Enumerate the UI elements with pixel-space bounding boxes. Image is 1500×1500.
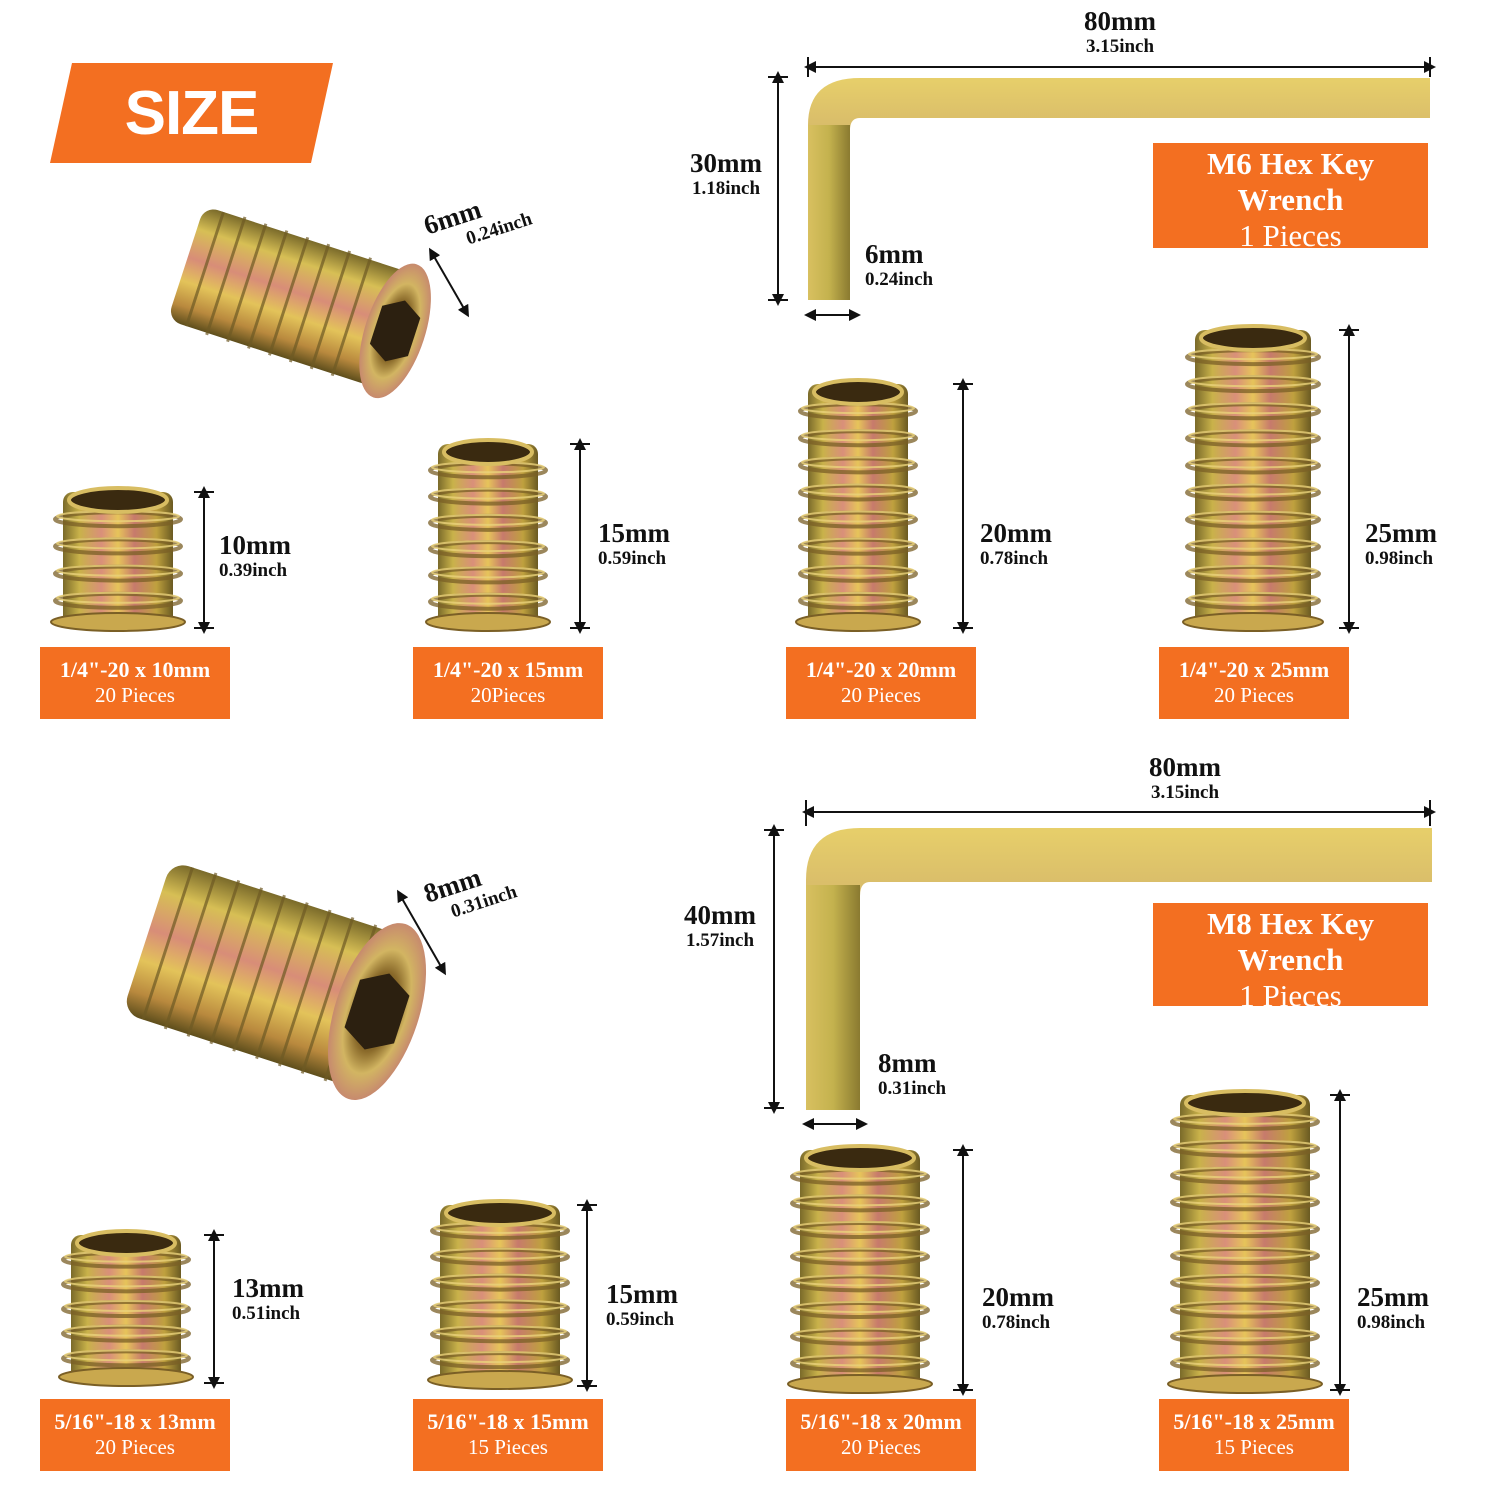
row1-inch-4: 0.98inch: [1365, 548, 1434, 569]
row2-inch-2: 0.59inch: [606, 1309, 675, 1330]
row1-label-1: 1/4"-20 x 10mm 20 Pieces: [40, 647, 230, 719]
row1-dim-3: 20mm 0.78inch: [980, 518, 1052, 570]
insert-row1-1: [50, 486, 214, 634]
row1-qty-1: 20 Pieces: [95, 683, 175, 707]
m6-length-dimension: 80mm 3.15inch: [1050, 6, 1190, 58]
row1-qty-4: 20 Pieces: [1214, 683, 1294, 707]
m8-label-line2: Wrench: [1237, 942, 1344, 977]
row2-spec-1: 5/16"-18 x 13mm: [54, 1409, 216, 1434]
row2-spec-3: 5/16"-18 x 20mm: [800, 1409, 962, 1434]
row1-qty-3: 20 Pieces: [841, 683, 921, 707]
row2-label-1: 5/16"-18 x 13mm 20 Pieces: [40, 1399, 230, 1471]
row2-mm-1: 13mm: [232, 1273, 304, 1303]
row1-label-4: 1/4"-20 x 25mm 20 Pieces: [1159, 647, 1349, 719]
m8-label-line1: M8 Hex Key: [1206, 906, 1374, 941]
row2-label-3: 5/16"-18 x 20mm 20 Pieces: [786, 1399, 976, 1471]
m8-length-inch: 3.15inch: [1150, 782, 1220, 803]
row1-label-3: 1/4"-20 x 20mm 20 Pieces: [786, 647, 976, 719]
row1-label-2: 1/4"-20 x 15mm 20Pieces: [413, 647, 603, 719]
m8-length-mm: 80mm: [1149, 752, 1221, 782]
insert-row1-4: [1182, 324, 1359, 634]
row1-spec-2: 1/4"-20 x 15mm: [432, 657, 584, 682]
row1-inch-1: 0.39inch: [219, 560, 288, 581]
row2-mm-2: 15mm: [606, 1279, 678, 1309]
m6-width-inch: 0.24inch: [865, 269, 934, 290]
insert-6mm-angled: [170, 209, 431, 399]
hex-key-m6: [808, 78, 1430, 300]
row2-dim-2: 15mm 0.59inch: [606, 1279, 678, 1331]
row1-inch-2: 0.59inch: [598, 548, 667, 569]
m6-width-dimension: 6mm 0.24inch: [865, 239, 933, 291]
row2-inch-3: 0.78inch: [982, 1312, 1051, 1333]
m8-width-dimension: 8mm 0.31inch: [878, 1048, 946, 1100]
insert-row2-2: [427, 1199, 597, 1392]
m8-height-dimension: 40mm 1.57inch: [670, 900, 770, 952]
m6-width-mm: 6mm: [865, 239, 924, 269]
row1-spec-4: 1/4"-20 x 25mm: [1178, 657, 1330, 682]
insert-row2-4: [1167, 1089, 1350, 1396]
row2-inch-1: 0.51inch: [232, 1303, 301, 1324]
row1-mm-3: 20mm: [980, 518, 1052, 548]
row2-dim-1: 13mm 0.51inch: [232, 1273, 304, 1325]
row2-mm-4: 25mm: [1357, 1282, 1429, 1312]
m8-hex-key-label: M8 Hex Key Wrench 1 Pieces: [1153, 903, 1428, 1013]
m6-label-line2: Wrench: [1237, 182, 1344, 217]
row1-spec-1: 1/4"-20 x 10mm: [59, 657, 211, 682]
m6-length-mm: 80mm: [1084, 6, 1156, 36]
insert-row2-3: [787, 1144, 973, 1396]
row2-inserts: [58, 1089, 1350, 1396]
row2-mm-3: 20mm: [982, 1282, 1054, 1312]
row1-mm-2: 15mm: [598, 518, 670, 548]
row1-qty-2: 20Pieces: [470, 683, 546, 707]
size-banner: SIZE: [50, 63, 333, 163]
row1-inserts: [50, 324, 1359, 634]
m8-label-line3: 1 Pieces: [1239, 978, 1342, 1013]
m6-height-mm: 30mm: [690, 148, 762, 178]
m8-width-mm: 8mm: [878, 1048, 937, 1078]
m6-hex-key-label: M6 Hex Key Wrench 1 Pieces: [1153, 143, 1428, 253]
insert-row2-1: [58, 1229, 224, 1389]
row2-qty-1: 20 Pieces: [95, 1435, 175, 1459]
row2-label-4: 5/16"-18 x 25mm 15 Pieces: [1159, 1399, 1349, 1471]
m8-height-mm: 40mm: [684, 900, 756, 930]
row2-spec-4: 5/16"-18 x 25mm: [1173, 1409, 1335, 1434]
row2-dim-3: 20mm 0.78inch: [982, 1282, 1054, 1334]
row1-mm-1: 10mm: [219, 530, 291, 560]
row2-spec-2: 5/16"-18 x 15mm: [427, 1409, 589, 1434]
m6-label-line1: M6 Hex Key: [1206, 146, 1374, 181]
m6-length-inch: 3.15inch: [1085, 36, 1155, 57]
m8-height-inch: 1.57inch: [685, 930, 755, 951]
size-banner-text: SIZE: [124, 78, 260, 148]
hex-key-m8: [806, 828, 1432, 1110]
m8-length-dimension: 80mm 3.15inch: [1115, 752, 1255, 804]
m6-label-line3: 1 Pieces: [1239, 218, 1342, 253]
row1-mm-4: 25mm: [1365, 518, 1437, 548]
row1-inch-3: 0.78inch: [980, 548, 1049, 569]
row2-qty-2: 15 Pieces: [468, 1435, 548, 1459]
row1-dim-1: 10mm 0.39inch: [219, 530, 291, 582]
row1-dim-4: 25mm 0.98inch: [1365, 518, 1437, 570]
row2-inch-4: 0.98inch: [1357, 1312, 1426, 1333]
row1-dim-2: 15mm 0.59inch: [598, 518, 670, 570]
m6-height-dimension: 30mm 1.18inch: [676, 148, 776, 200]
insert-row1-2: [425, 438, 590, 634]
row2-label-2: 5/16"-18 x 15mm 15 Pieces: [413, 1399, 603, 1471]
insert-row1-3: [795, 378, 973, 634]
insert-8mm-angled: [126, 865, 427, 1100]
m6-height-inch: 1.18inch: [691, 178, 761, 199]
row2-qty-4: 15 Pieces: [1214, 1435, 1294, 1459]
m8-width-inch: 0.31inch: [878, 1078, 947, 1099]
row2-dim-4: 25mm 0.98inch: [1357, 1282, 1429, 1334]
row2-qty-3: 20 Pieces: [841, 1435, 921, 1459]
row1-spec-3: 1/4"-20 x 20mm: [805, 657, 957, 682]
